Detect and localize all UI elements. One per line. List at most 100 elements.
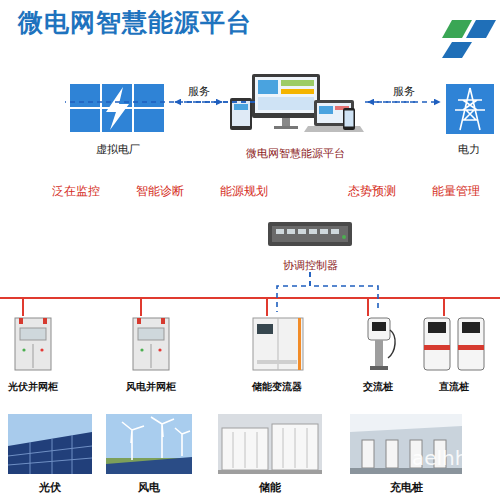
controller-device (342, 235, 346, 239)
converter-cabinet (253, 318, 303, 370)
controller-device (287, 229, 295, 234)
photo-node: 储能 (214, 410, 326, 494)
icon-node: 电力 (440, 80, 498, 156)
control-link (365, 101, 416, 103)
power-bus (0, 297, 500, 299)
solar-photo (8, 414, 92, 474)
dc-charger (462, 322, 480, 333)
control-link (183, 101, 255, 103)
power-bus (22, 298, 24, 316)
node-label: 电力 (458, 143, 480, 156)
device-node: 风电并网柜 (119, 312, 183, 392)
controller-device (268, 222, 352, 246)
ac-charger (372, 322, 386, 331)
grid-cabinet (158, 348, 161, 351)
grid-cabinet (133, 318, 169, 370)
photo-node: 风电 (102, 410, 196, 494)
platform-screens (258, 97, 314, 110)
function-label: 能源规划 (220, 184, 268, 198)
wind-photo (106, 414, 192, 474)
converter-cabinet (253, 318, 303, 370)
platform-screens (255, 77, 317, 113)
platform-screens (230, 98, 252, 130)
video-wall-icon (70, 84, 164, 132)
charging-photo (386, 440, 398, 468)
edge-label: 服务 (186, 85, 212, 98)
power-bus (443, 298, 445, 316)
power-bus (367, 298, 369, 316)
function-label: 态势预测 (348, 184, 396, 198)
page-title: 微电网智慧能源平台 (18, 8, 252, 38)
ac-charger (368, 318, 390, 340)
ac-charger (375, 340, 383, 368)
control-link (310, 272, 378, 312)
platform-screens (282, 118, 290, 126)
power-bus (0, 298, 500, 316)
power-bus (266, 298, 268, 316)
node-label: 微电网智慧能源平台 (246, 147, 345, 160)
video-wall-icon (134, 84, 164, 107)
ac-charger (368, 318, 395, 370)
control-link (277, 272, 310, 312)
dc-charger (424, 318, 484, 370)
controller-node: 协调控制器 (255, 218, 365, 272)
platform-screens (319, 106, 333, 114)
ac-charger (370, 366, 388, 370)
grid-cabinet (22, 348, 25, 351)
controller-device (298, 229, 306, 234)
node-label: 风电 (138, 481, 160, 494)
logo-mark (442, 20, 496, 58)
grid-cabinet (43, 318, 47, 324)
grid-cabinet (133, 318, 169, 370)
device-node: 直流桩 (416, 312, 492, 392)
grid-cabinet (40, 348, 43, 351)
video-wall-icon (70, 109, 100, 132)
platform-screens (314, 100, 354, 126)
platform-screens (274, 126, 298, 129)
logo-mark (466, 20, 496, 38)
grid-cabinet (138, 328, 164, 340)
ac-charger (388, 330, 395, 358)
solar-photo (8, 435, 92, 474)
converter-cabinet (298, 318, 301, 370)
solar-photo (8, 432, 92, 474)
storage-photo (218, 414, 322, 474)
controller-device (309, 229, 317, 234)
function-label: 泛在监控 (52, 184, 100, 198)
converter-cabinet (257, 360, 297, 364)
converter-cabinet (257, 324, 273, 334)
charging-photo (350, 414, 462, 432)
grid-cabinet (19, 318, 23, 324)
controller-device (320, 229, 328, 234)
storage-photo (233, 428, 307, 468)
node-label: 风电并网柜 (126, 381, 176, 392)
controller-device (272, 226, 348, 242)
device-node: 储能变流器 (240, 312, 314, 392)
dc-charger (428, 322, 446, 333)
node-label: 虚拟电厂 (96, 143, 140, 156)
dc-charger (424, 345, 450, 350)
controller-device (276, 229, 284, 234)
node-label: 光伏并网柜 (8, 381, 58, 392)
video-wall-icon (134, 109, 164, 132)
controller-device (268, 222, 352, 246)
platform-screens (230, 74, 364, 132)
platform-screens (345, 111, 354, 127)
function-label: 智能诊断 (136, 184, 184, 198)
device-node: 光伏并网柜 (1, 312, 65, 392)
function-label: 能量管理 (432, 184, 480, 198)
node-label: 协调控制器 (283, 259, 338, 272)
grid-cabinet (151, 344, 152, 368)
watermark: aelhh (412, 446, 467, 470)
logo-mark (442, 42, 472, 58)
platform-node: 微电网智慧能源平台 (222, 70, 368, 160)
photo-node: 光伏 (4, 410, 96, 494)
wind-photo (122, 417, 190, 460)
charging-photo (362, 440, 374, 468)
controller-device (331, 229, 339, 234)
video-wall-icon (70, 84, 100, 107)
transmission-icon (455, 88, 485, 130)
device-node: 交流桩 (349, 312, 407, 392)
